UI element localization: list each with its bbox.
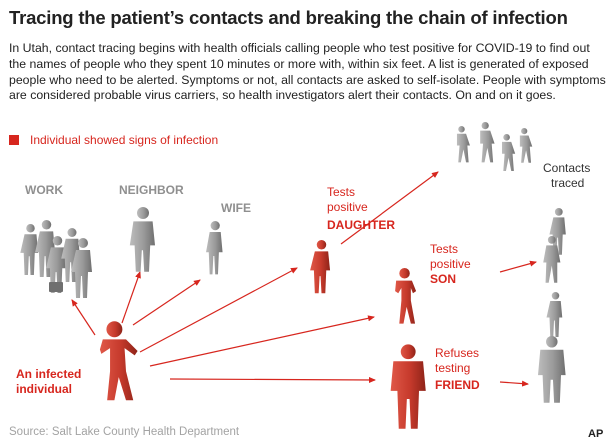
work-group-figures: [20, 220, 92, 298]
person-icon: [546, 292, 563, 337]
infected-label-line1: An infected: [16, 367, 82, 381]
page-title: Tracing the patient’s contacts and break…: [9, 7, 568, 28]
son-status-line1: Tests: [430, 242, 459, 256]
ap-credit: AP: [588, 428, 604, 440]
person-icon: [46, 236, 67, 293]
neighbor-figure: [129, 207, 155, 272]
infected-individual-label: An infected individual: [16, 367, 81, 397]
person-icon: [480, 122, 495, 163]
arrow-to-daughter: [139, 267, 298, 353]
friend-status-line1: Refuses: [435, 346, 480, 360]
infected-individual-figure: [99, 321, 138, 401]
wife-label: WIFE: [221, 201, 251, 215]
neighbor-label: NEIGHBOR: [119, 183, 184, 197]
person-icon: [20, 224, 39, 275]
friend-contacts-figures: [538, 292, 566, 403]
person-icon: [538, 336, 566, 403]
legend-label: Individual showed signs of infection: [30, 133, 219, 147]
legend: Individual showed signs of infection: [9, 133, 218, 147]
friend-figure: [390, 344, 426, 429]
briefcase-icon: [49, 282, 63, 292]
son-contacts-figures: [543, 208, 566, 283]
work-label: WORK: [25, 183, 63, 197]
person-icon: [519, 128, 533, 163]
son-name: SON: [430, 272, 457, 286]
contacts-traced-label: Contacts traced: [543, 161, 590, 191]
wife-figure: [206, 221, 223, 275]
person-icon: [71, 238, 92, 298]
legend-swatch: [9, 135, 19, 145]
son-status-line2: positive: [430, 257, 471, 271]
arrow-to-wife: [132, 279, 201, 326]
person-icon: [543, 236, 561, 283]
daughter-contacts-figures: [456, 122, 533, 171]
arrow-friend-contacts: [499, 380, 529, 387]
daughter-figure: [310, 240, 331, 294]
friend-name: FRIEND: [435, 378, 480, 392]
infected-label-line2: individual: [16, 382, 73, 396]
contacts-traced-line2: traced: [551, 176, 585, 190]
intro-paragraph: In Utah, contact tracing begins with hea…: [9, 41, 606, 103]
son-figure: [395, 268, 417, 324]
arrow-to-son: [149, 315, 375, 367]
daughter-label: Tests positive DAUGHTER: [327, 185, 395, 233]
person-icon: [456, 126, 470, 163]
friend-label: Refuses testing FRIEND: [435, 346, 480, 393]
contacts-traced-line1: Contacts: [543, 161, 591, 175]
daughter-status-line2: positive: [327, 200, 368, 214]
arrows-from-patient: [71, 171, 537, 387]
arrow-to-friend: [169, 376, 376, 383]
arrow-to-neighbor: [121, 271, 141, 324]
friend-status-line2: testing: [435, 361, 471, 375]
source-note: Source: Salt Lake County Health Departme…: [9, 426, 240, 438]
arrow-daughter-contacts: [340, 171, 439, 245]
daughter-name: DAUGHTER: [327, 218, 395, 232]
daughter-status-line1: Tests: [327, 185, 356, 199]
arrow-to-work: [71, 299, 96, 336]
person-icon: [501, 134, 516, 171]
son-label: Tests positive SON: [430, 242, 471, 287]
arrow-son-contacts: [499, 260, 537, 273]
